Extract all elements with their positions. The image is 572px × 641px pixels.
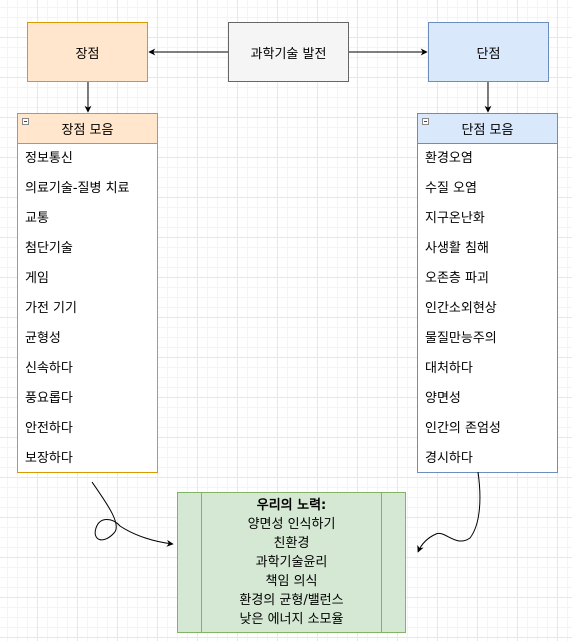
edge-cons-to-effort[interactable] [417, 471, 481, 553]
effort-item: 양면성 인식하기 [247, 517, 336, 532]
pros-list-items: 정보통신 의료기술-질병 치료 교통 첨단기술 게임 가전 기기 균형성 신속하… [18, 144, 157, 474]
list-item[interactable]: 지구온난화 [425, 211, 485, 226]
list-item[interactable]: 정보통신 [25, 151, 73, 166]
list-item[interactable]: 교통 [25, 211, 49, 226]
process-bar-left [201, 493, 202, 632]
list-item[interactable]: 경시하다 [425, 451, 473, 466]
collapse-icon[interactable] [422, 118, 429, 125]
cons-list-title: 단점 모음 [461, 123, 514, 138]
pros-node-label: 장점 [75, 46, 100, 62]
list-item[interactable]: 사생활 침해 [425, 241, 489, 256]
center-node[interactable]: 과학기술 발전 [228, 22, 349, 82]
cons-node-label: 단점 [476, 46, 501, 62]
list-item[interactable]: 의료기술-질병 치료 [25, 181, 130, 196]
effort-item: 낮은 에너지 소모율 [239, 612, 344, 627]
pros-list-title: 장점 모음 [61, 123, 114, 138]
effort-item: 친환경 [273, 536, 310, 551]
cons-list-header[interactable]: 단점 모음 [418, 114, 557, 144]
cons-node[interactable]: 단점 [428, 22, 549, 82]
list-item[interactable]: 인간소외현상 [425, 301, 497, 316]
list-item[interactable]: 보장하다 [25, 451, 73, 466]
center-node-label: 과학기술 발전 [250, 46, 327, 62]
list-item[interactable]: 안전하다 [25, 421, 73, 436]
cons-list[interactable]: 단점 모음 환경오염 수질 오염 지구온난화 사생활 침해 오존층 파괴 인간소… [417, 113, 558, 473]
effort-node[interactable]: 우리의 노력: 양면성 인식하기 친환경 과학기술윤리 책임 의식 환경의 균형… [177, 492, 406, 633]
process-bar-right [381, 493, 382, 632]
list-item[interactable]: 게임 [25, 271, 49, 286]
effort-item: 책임 의식 [265, 574, 318, 589]
edge-pros-to-effort[interactable] [91, 481, 174, 547]
list-item[interactable]: 양면성 [425, 391, 461, 406]
cons-list-items: 환경오염 수질 오염 지구온난화 사생활 침해 오존층 파괴 인간소외현상 물질… [418, 144, 557, 474]
list-item[interactable]: 대처하다 [425, 361, 473, 376]
list-item[interactable]: 첨단기술 [25, 241, 73, 256]
list-item[interactable]: 신속하다 [25, 361, 73, 376]
pros-list-header[interactable]: 장점 모음 [18, 114, 157, 144]
list-item[interactable]: 풍요롭다 [25, 391, 73, 406]
list-item[interactable]: 수질 오염 [425, 181, 477, 196]
effort-item: 과학기술윤리 [255, 555, 328, 570]
list-item[interactable]: 오존층 파괴 [425, 271, 489, 286]
pros-list[interactable]: 장점 모음 정보통신 의료기술-질병 치료 교통 첨단기술 게임 가전 기기 균… [17, 113, 158, 473]
effort-item: 환경의 균형/밸런스 [239, 593, 344, 608]
list-item[interactable]: 균형성 [25, 331, 61, 346]
list-item[interactable]: 환경오염 [425, 151, 473, 166]
list-item[interactable]: 물질만능주의 [425, 331, 497, 346]
pros-node[interactable]: 장점 [27, 22, 148, 82]
list-item[interactable]: 가전 기기 [25, 301, 77, 316]
list-item[interactable]: 인간의 존엄성 [425, 421, 501, 436]
collapse-icon[interactable] [22, 118, 29, 125]
effort-title: 우리의 노력: [256, 498, 327, 513]
